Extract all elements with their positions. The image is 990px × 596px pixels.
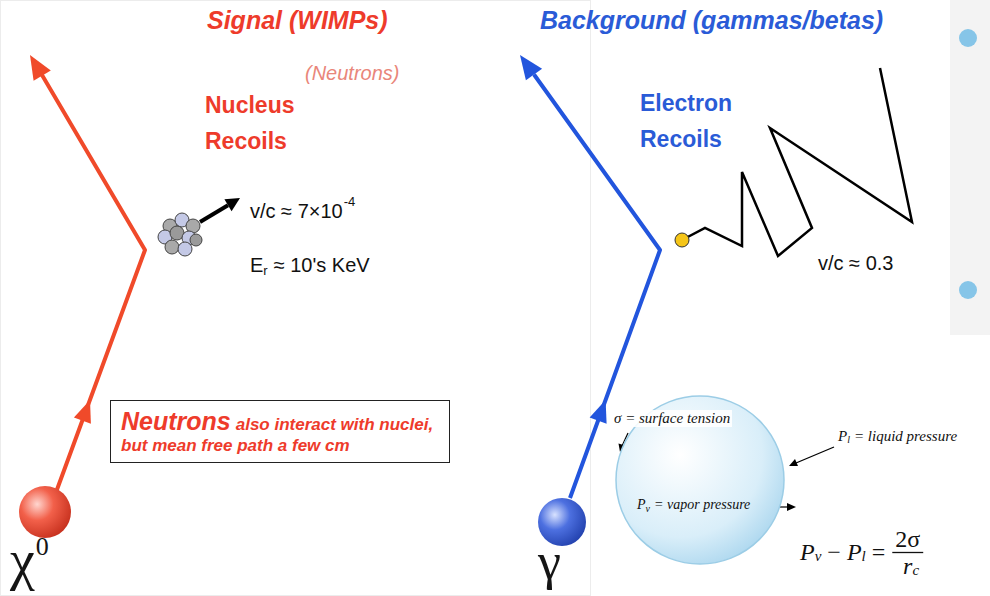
arrow-head	[789, 459, 798, 466]
recoil-arrow	[200, 205, 228, 222]
heading-text: Recoils	[205, 128, 287, 155]
annotation: v/c ≈ 7×10	[250, 200, 343, 223]
formula-term: 2σ	[895, 527, 920, 551]
arrow-head	[590, 400, 607, 424]
callout-text: σ = surface tension	[612, 410, 732, 427]
callout-text: P	[838, 428, 847, 445]
panel-title: Signal (WIMPs)	[207, 6, 388, 35]
node-text: Neutrons	[121, 407, 231, 435]
wimp-particle	[19, 486, 71, 538]
nucleus-symbol	[158, 213, 202, 256]
note-box: Neutronsalso interact with nuclei, but m…	[110, 400, 450, 463]
formula-term: P	[800, 540, 815, 564]
bullet-dot	[959, 29, 977, 47]
formula-term: P	[847, 540, 862, 564]
exponent: -4	[344, 194, 356, 209]
annotation: ≈ 10's KeV	[274, 254, 370, 277]
node-text: P	[637, 497, 646, 512]
panel-subtitle: (Neutrons)	[305, 62, 399, 85]
formula-term: =	[872, 540, 886, 564]
heading-text: Nucleus	[205, 92, 294, 119]
arrow-head	[74, 400, 91, 424]
callout-text: = liquid pressure	[854, 428, 957, 445]
arrow-head	[30, 55, 51, 81]
subscript: l	[847, 434, 850, 445]
node-text: = vapor pressure	[654, 497, 750, 512]
panel-frame	[1, 1, 591, 596]
subscript: l	[862, 549, 866, 564]
bullet-dot	[959, 281, 977, 299]
leader-line	[796, 447, 834, 463]
arrow-head	[787, 503, 796, 511]
heading-text: Electron	[640, 90, 732, 117]
formula-term: r	[903, 554, 912, 578]
subscript: v	[815, 549, 822, 564]
particle-symbol: γ	[538, 536, 561, 588]
subscript: r	[263, 263, 267, 278]
arrow-head	[520, 55, 542, 80]
arrow-head	[224, 198, 240, 211]
annotation: v/c ≈ 0.3	[818, 252, 893, 275]
bubble-label: Pv = vapor pressure	[637, 495, 750, 514]
side-panel	[950, 0, 990, 335]
particle-symbol: χ	[10, 532, 35, 588]
node-text: v	[646, 503, 650, 514]
subscript: c	[912, 563, 919, 578]
panel-title: Background (gammas/betas)	[540, 6, 883, 35]
electron-dot	[675, 233, 689, 247]
heading-text: Recoils	[640, 126, 722, 153]
annotation: E	[250, 254, 263, 277]
formula-term: −	[827, 540, 841, 564]
superscript: 0	[36, 534, 49, 560]
fraction-bar	[892, 552, 923, 553]
